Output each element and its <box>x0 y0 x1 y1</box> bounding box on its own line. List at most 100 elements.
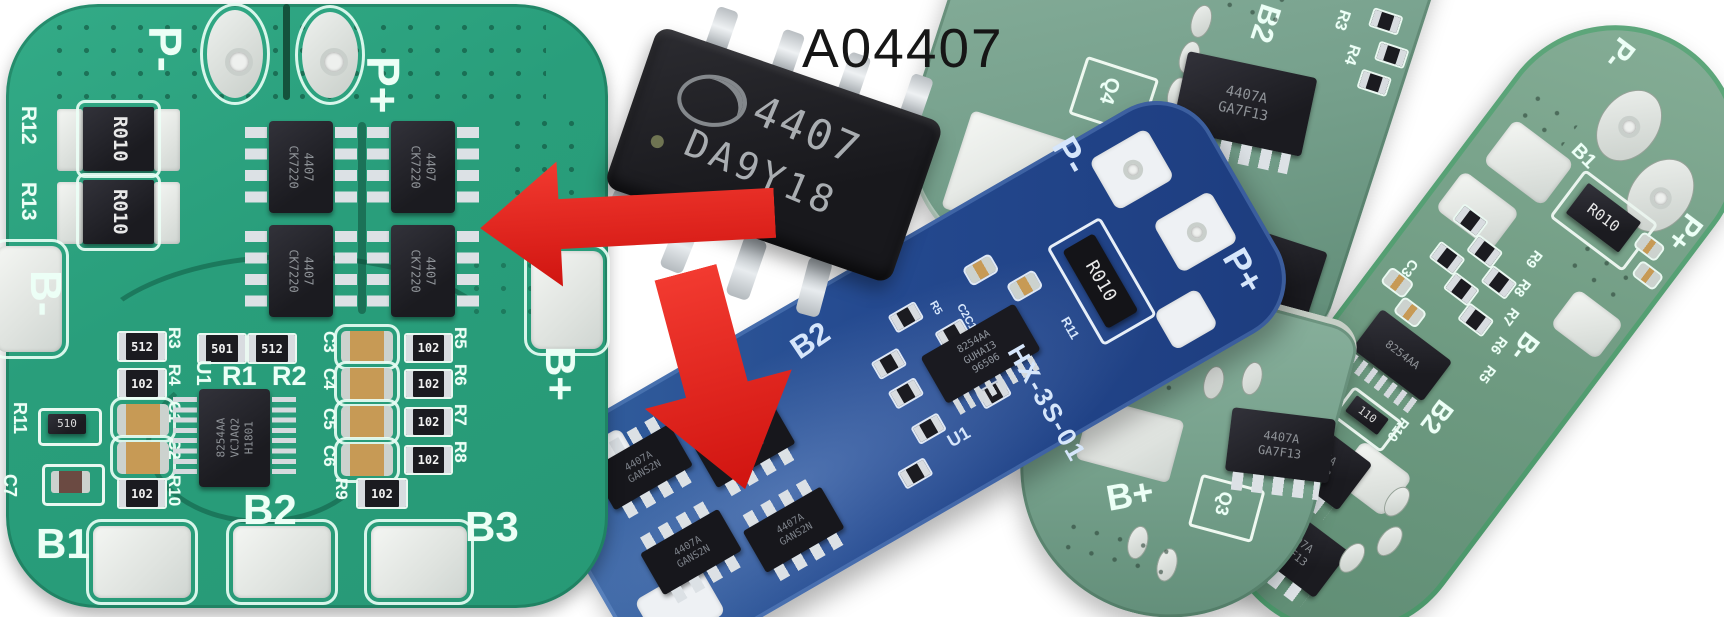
refdes: R5 <box>1475 362 1500 387</box>
solder-pad <box>1199 363 1228 402</box>
copper-trace <box>358 122 366 314</box>
pad-label: B- <box>21 270 70 317</box>
drill-hole <box>1645 182 1677 214</box>
pad-label: P- <box>1597 31 1642 75</box>
refdes: R12 <box>17 106 40 145</box>
battery-pad <box>364 519 474 605</box>
resistor <box>1373 40 1410 70</box>
capacitor <box>334 437 400 483</box>
solder-tab <box>154 109 180 171</box>
pad-label: P+ <box>357 56 409 114</box>
resistor: 501 <box>197 333 247 364</box>
refdes: R4 <box>1340 42 1364 68</box>
power-pad <box>295 5 365 105</box>
refdes: R4 <box>165 364 184 386</box>
solder-pad <box>1186 2 1216 41</box>
refdes: C7 <box>0 474 20 498</box>
refdes: R3 <box>165 327 184 349</box>
capacitor <box>334 361 400 407</box>
resistor-value: 510 <box>57 417 77 431</box>
via-dots <box>46 16 546 114</box>
capacitor <box>334 324 400 370</box>
drill-hole <box>225 48 253 76</box>
pad-label: P- <box>139 26 191 72</box>
resistor: 102 <box>404 445 453 475</box>
refdes: C4 <box>320 368 339 390</box>
solder-pad <box>1238 359 1267 398</box>
refdes: R8 <box>451 441 470 463</box>
resistor <box>1428 240 1466 276</box>
refdes: Q3 <box>1211 489 1237 518</box>
resistor <box>1367 7 1404 36</box>
shunt-value: R010 <box>108 189 131 235</box>
chip-pin <box>725 234 768 302</box>
shunt-value: R010 <box>108 116 131 162</box>
shunt-value: R010 <box>1081 256 1121 305</box>
pad-label: B+ <box>1103 470 1157 519</box>
solder-tab <box>154 182 180 244</box>
ic-marking: 8254AA <box>1382 337 1423 373</box>
refdes: R9 <box>332 478 351 500</box>
power-pad <box>200 3 270 105</box>
battery-pad <box>226 519 338 605</box>
capacitor <box>110 435 176 481</box>
pad-label: B1 <box>36 520 90 567</box>
pad-label: B- <box>1504 326 1546 368</box>
resistor: 102 <box>404 407 453 437</box>
resistor <box>1356 68 1393 98</box>
refdes: R3 <box>1330 7 1354 33</box>
solder-tab <box>57 182 83 244</box>
resistor: 102 <box>404 333 453 363</box>
capacitor-framed <box>42 464 105 506</box>
refdes: C5 <box>320 408 339 430</box>
shunt-value: R010 <box>1583 199 1624 236</box>
drill-hole <box>1613 111 1645 143</box>
refdes: R6 <box>451 364 470 386</box>
capacitor <box>110 397 176 443</box>
pad-label: B+ <box>537 346 584 401</box>
refdes: R5 <box>451 327 470 349</box>
refdes: C6 <box>320 445 339 467</box>
chip-pin <box>794 255 834 319</box>
caption-text: A04407 <box>802 17 1004 79</box>
solder-tab <box>57 109 83 171</box>
resistor: 512 <box>247 333 297 364</box>
refdes: C3 <box>320 331 339 353</box>
battery-pad <box>86 519 198 605</box>
refdes: R11 <box>10 402 30 435</box>
isolation-slot <box>283 4 290 100</box>
via-dots <box>1052 513 1172 587</box>
refdes: R9 <box>1522 247 1547 272</box>
resistor <box>1442 271 1481 307</box>
refdes: R1 <box>222 361 257 391</box>
resistor: 512 <box>117 331 167 362</box>
battery-pad <box>0 239 69 359</box>
resistor-value: 110 <box>1355 403 1380 427</box>
refdes: U1 <box>192 360 214 386</box>
resistor: 102 <box>117 478 167 509</box>
pad-label: B2 <box>243 486 297 533</box>
resistor <box>1457 302 1495 338</box>
refdes: R7 <box>451 404 470 426</box>
refdes: R13 <box>17 182 40 221</box>
resistor <box>1480 264 1518 301</box>
shunt-resistor: R010 <box>76 100 161 178</box>
